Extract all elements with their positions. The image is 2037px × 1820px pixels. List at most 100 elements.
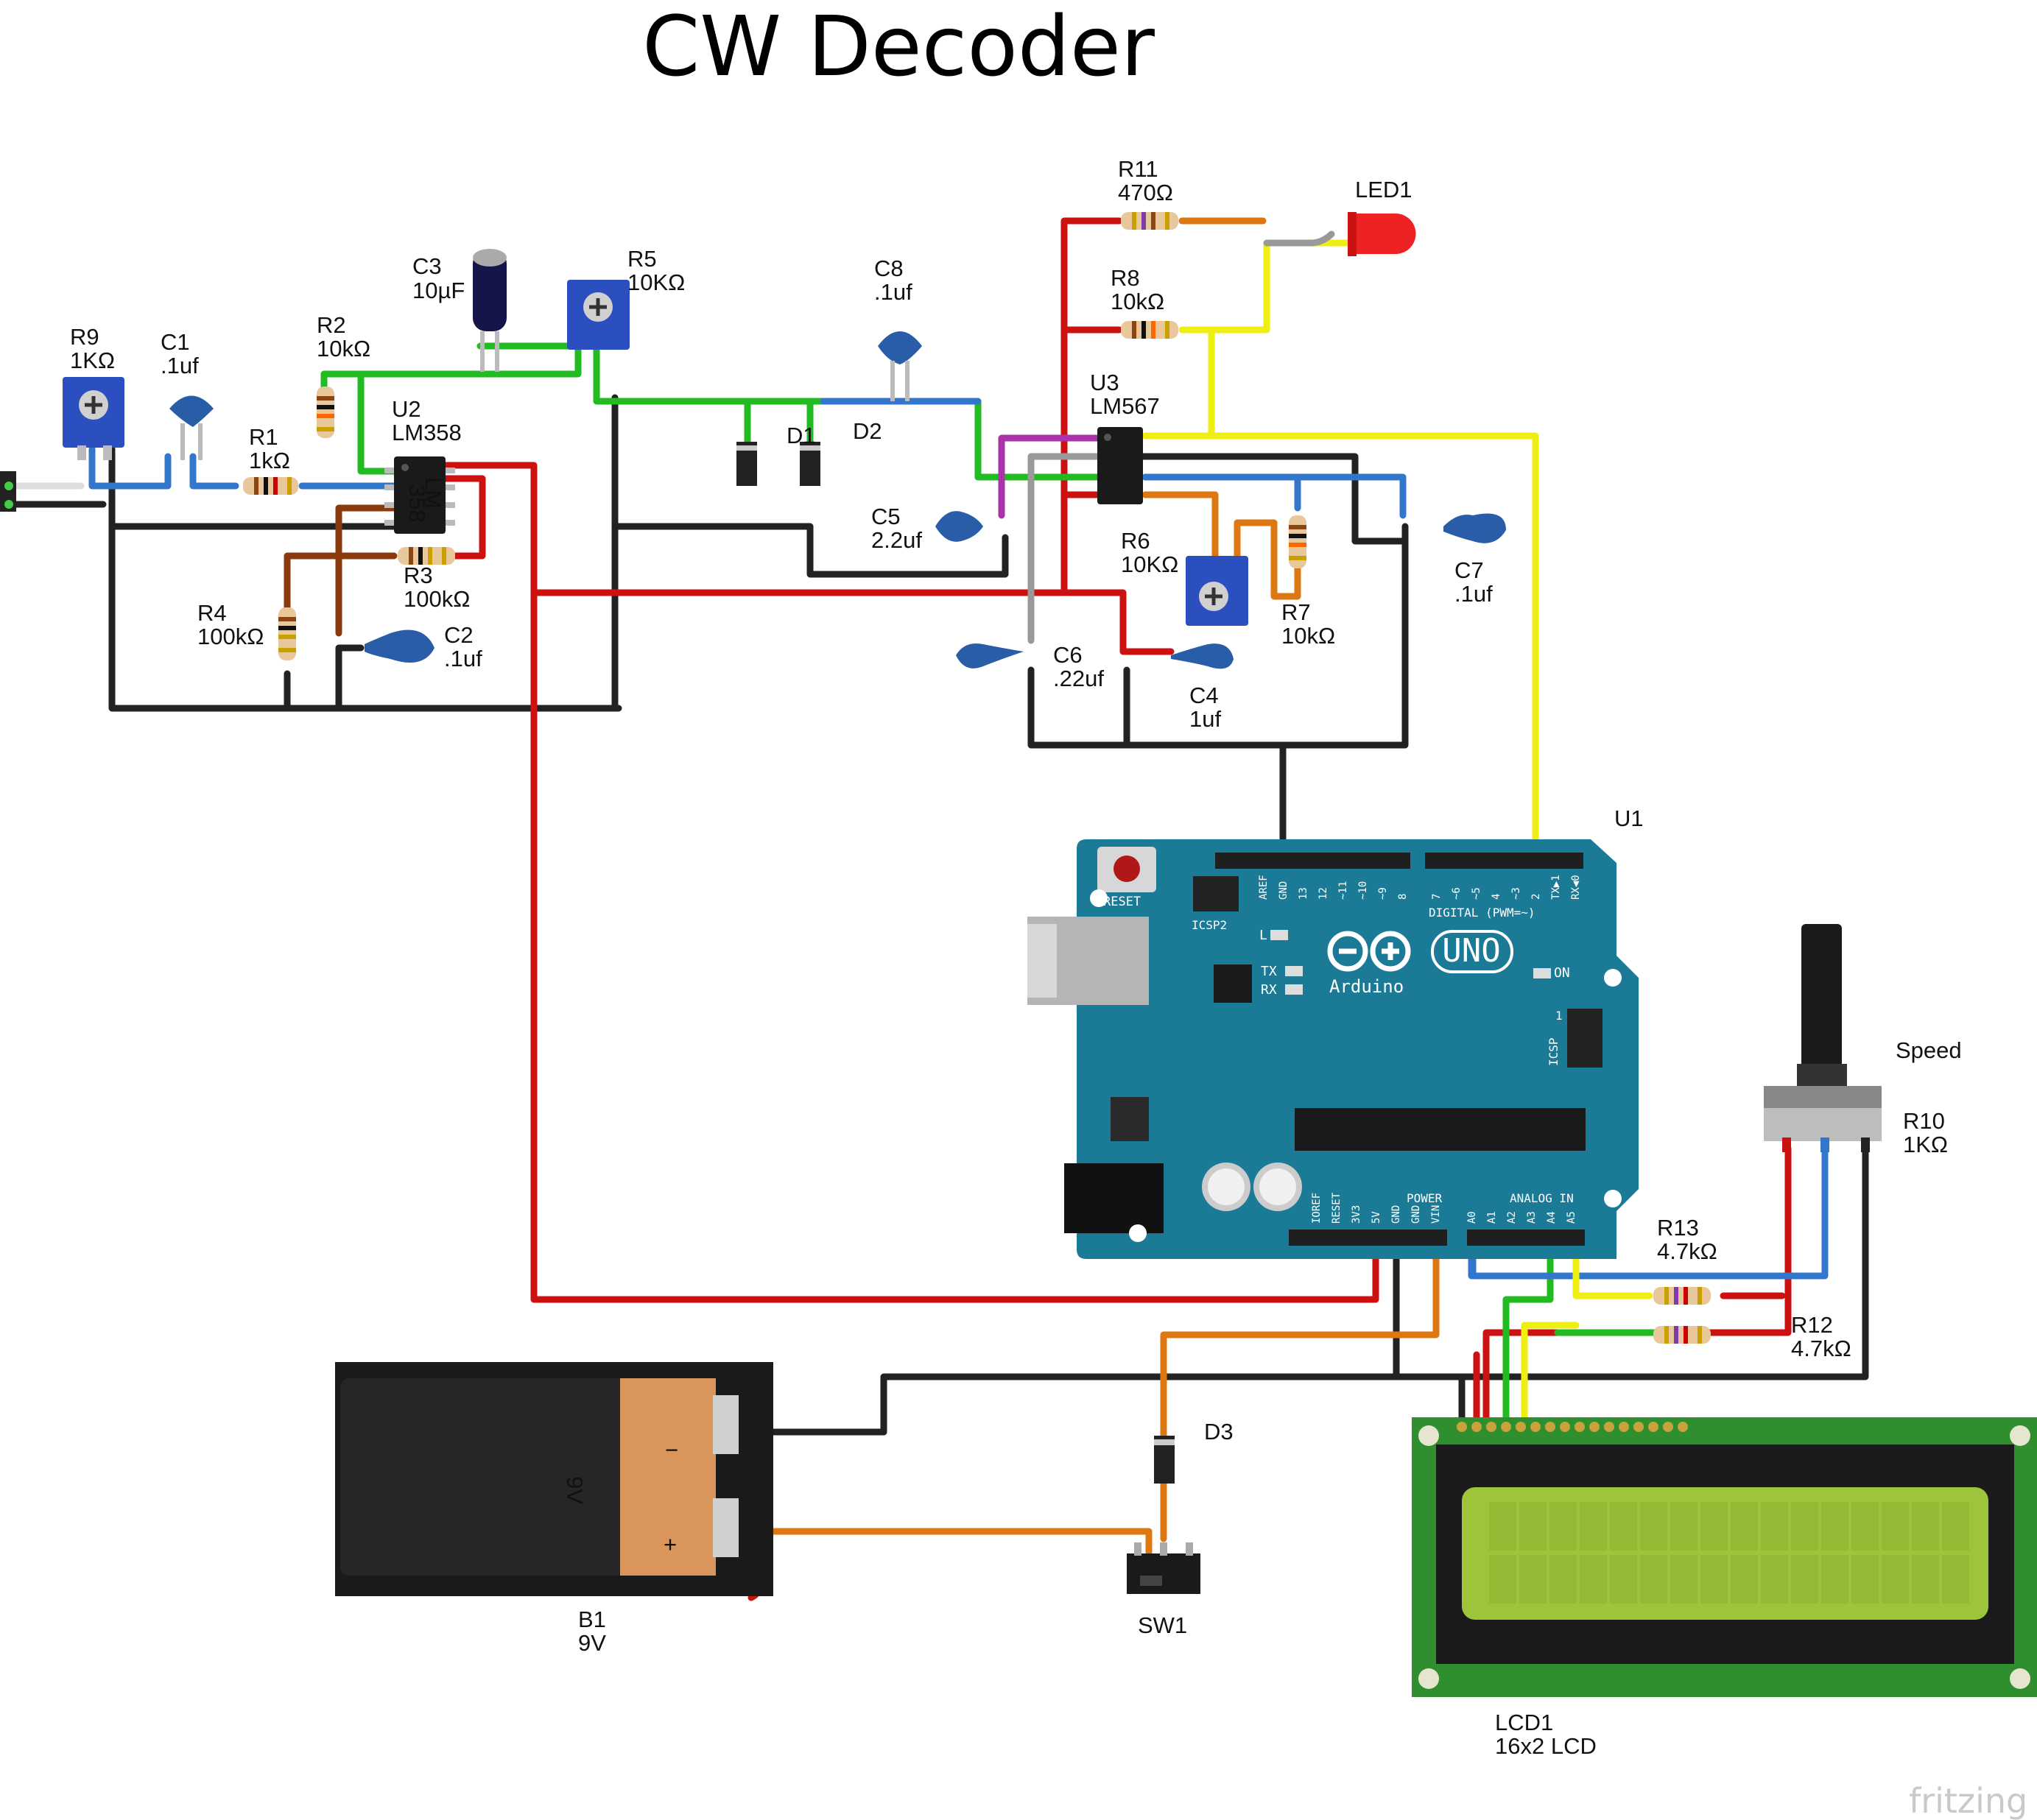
c8-ref: C8 xyxy=(874,255,904,281)
arduino-uno-label: UNO xyxy=(1442,932,1500,970)
arduino-pin-label: IOREF xyxy=(1311,1193,1323,1224)
arduino-pin-label: 2 xyxy=(1530,894,1542,900)
wire-gnd-main xyxy=(880,1145,1869,1436)
sw1-ref: SW1 xyxy=(1138,1612,1187,1638)
wire-brown-group xyxy=(284,504,398,637)
lcd-character-cell xyxy=(1489,1555,1516,1604)
arduino-pin-label: GND xyxy=(1278,881,1290,900)
arduino-pin-label: GND xyxy=(1390,1205,1402,1224)
c3-electrolytic-capacitor xyxy=(473,249,507,372)
r5-value: 10KΩ xyxy=(627,269,685,295)
r7-value: 10kΩ xyxy=(1281,623,1335,649)
u3-ref: U3 xyxy=(1090,370,1119,395)
r3-value: 100kΩ xyxy=(404,586,470,612)
arduino-pin-label: GND xyxy=(1410,1205,1422,1224)
r5-ref: R5 xyxy=(627,246,657,272)
c6-ref: C6 xyxy=(1053,642,1083,668)
arduino-rx-label: RX xyxy=(1261,982,1277,998)
arduino-pin-label: 5V xyxy=(1371,1211,1382,1224)
wire-vcc-r11 xyxy=(1060,217,1123,596)
lcd1-value: 16x2 LCD xyxy=(1495,1733,1597,1759)
arduino-pin-label: 12 xyxy=(1317,887,1329,900)
arduino-digital-label: DIGITAL (PWM=~) xyxy=(1429,906,1535,920)
lcd-header-pin xyxy=(1604,1422,1614,1432)
r13-ref: R13 xyxy=(1657,1215,1699,1241)
c5-value: 2.2uf xyxy=(871,527,922,553)
fritzing-watermark: fritzing xyxy=(1909,1781,2027,1820)
lcd-header-pin xyxy=(1471,1422,1482,1432)
lcd-header-pin xyxy=(1648,1422,1658,1432)
lcd-header-pin xyxy=(1516,1422,1526,1432)
wire-gnd-left-rail xyxy=(108,445,622,712)
lcd-header-pin xyxy=(1575,1422,1585,1432)
c4-capacitor xyxy=(1171,643,1234,669)
arduino-icsp-label: ICSP xyxy=(1547,1037,1561,1066)
r11-ref: R11 xyxy=(1118,156,1158,182)
wire-gnd-d1 xyxy=(611,523,1009,578)
r5-trimmer xyxy=(567,280,630,350)
r1-resistor xyxy=(243,477,298,495)
arduino-pin-label: A3 xyxy=(1526,1211,1538,1224)
lcd-character-cell xyxy=(1580,1502,1607,1551)
sw1-slide-switch xyxy=(1127,1542,1200,1594)
r12-resistor xyxy=(1653,1326,1711,1344)
u3-value: LM567 xyxy=(1090,393,1160,419)
arduino-pin-label: A0 xyxy=(1466,1211,1478,1224)
r9-trimmer xyxy=(63,377,124,460)
d3-diode xyxy=(1154,1436,1175,1484)
r13-resistor xyxy=(1653,1287,1711,1305)
lcd-character-cell xyxy=(1791,1555,1818,1604)
wire-sig-u2-out xyxy=(357,370,398,475)
c3-value: 10µF xyxy=(412,278,465,303)
r9-value: 1KΩ xyxy=(70,348,115,373)
audio-jack xyxy=(0,471,16,512)
c4-value: 1uf xyxy=(1189,706,1221,732)
lcd-character-cell xyxy=(1731,1502,1758,1551)
c2-ref: C2 xyxy=(444,622,474,648)
arduino-pin-label: 3V3 xyxy=(1351,1205,1362,1224)
lcd-header-pin xyxy=(1619,1422,1629,1432)
arduino-power-label: POWER xyxy=(1407,1191,1443,1205)
lcd-character-cell xyxy=(1731,1555,1758,1604)
r7-resistor xyxy=(1289,515,1306,568)
wire-blue-r9 xyxy=(88,445,172,490)
d2-diode xyxy=(800,442,820,486)
b1-minus: − xyxy=(665,1437,678,1463)
lcd-character-cell xyxy=(1519,1502,1547,1551)
r8-value: 10kΩ xyxy=(1111,289,1164,314)
lcd-header-pin xyxy=(1486,1422,1496,1432)
wire-sig-lcd-b xyxy=(1554,1329,1667,1338)
arduino-pin-label: AREF xyxy=(1258,875,1270,900)
wire-brown-r4 xyxy=(284,552,398,611)
wire-sig-lcd-a xyxy=(1502,1233,1554,1431)
lcd-header-pin xyxy=(1560,1422,1570,1432)
c3-ref: C3 xyxy=(412,253,442,279)
wire-vcc-rail xyxy=(530,589,1175,655)
d1-diode xyxy=(736,442,757,486)
r12-ref: R12 xyxy=(1791,1312,1833,1338)
wire-blue-r7 xyxy=(1141,473,1407,519)
wire-gnd-c6-rail xyxy=(1027,523,1409,749)
wire-vcc-u2 xyxy=(442,462,1379,1303)
lcd-character-cell xyxy=(1761,1555,1788,1604)
wire-purple-c5 xyxy=(998,434,1101,519)
arduino-pin-label: VIN xyxy=(1430,1205,1442,1224)
arduino-pin-label: 8 xyxy=(1397,894,1409,900)
r1-ref: R1 xyxy=(249,424,278,450)
r2-ref: R2 xyxy=(317,312,346,338)
wire-orange-batt xyxy=(744,1528,1153,1557)
led1-red-led xyxy=(1348,212,1416,256)
lcd-character-cell xyxy=(1942,1555,1969,1604)
lcd-character-cell xyxy=(1882,1502,1909,1551)
r7-ref: R7 xyxy=(1281,599,1311,625)
wire-sig-r5 xyxy=(593,342,827,405)
r3-resistor xyxy=(398,547,455,565)
arduino-pin-label: A5 xyxy=(1566,1211,1577,1224)
wire-blue-c1 xyxy=(189,453,239,490)
u1-ref: U1 xyxy=(1614,805,1644,831)
